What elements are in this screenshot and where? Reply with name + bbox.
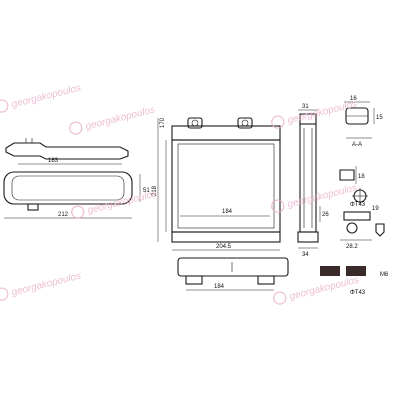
- swatch-block: [346, 266, 366, 276]
- front-pipe-inlet: [187, 117, 203, 129]
- side-core: [299, 123, 317, 233]
- watermark-logo-icon: [273, 291, 287, 305]
- left-bracket: [27, 203, 39, 211]
- watermark: georgakopoulos: [271, 183, 358, 213]
- front-dim-height: 218: [152, 185, 158, 196]
- watermark: georgakopoulos: [69, 105, 156, 135]
- side-dim-bottom: 34: [302, 252, 309, 258]
- watermark-layer: georgakopoulos georgakopoulos georgakopo…: [0, 83, 360, 305]
- bottom-view: [177, 257, 289, 291]
- bottom-clip-right: [257, 275, 275, 285]
- swatch-block: [320, 266, 340, 276]
- side-view: [297, 109, 321, 249]
- side-bottom-cap: [297, 231, 319, 243]
- bottom-tank-outline: [177, 257, 289, 277]
- watermark: georgakopoulos: [0, 271, 82, 301]
- fitting-key-icon: [375, 223, 385, 237]
- left-dim-length: 212: [58, 212, 69, 218]
- pipe-detail-diam: 16: [350, 96, 357, 102]
- front-pipe-outlet: [237, 117, 253, 129]
- watermark-logo-icon: [271, 115, 285, 129]
- front-dim-width: 204.5: [216, 244, 232, 250]
- pipe-detail: [344, 101, 375, 139]
- watermark-logo-icon: [71, 205, 85, 219]
- watermark: georgakopoulos: [0, 83, 82, 113]
- left-top-tank: [5, 142, 129, 160]
- front-bottom-tank: [171, 231, 281, 243]
- fitting-dim-a: 18: [358, 174, 365, 180]
- note-b: ΦT43: [350, 290, 366, 296]
- fitting-ring: [346, 222, 358, 234]
- watermark-logo-icon: [69, 121, 83, 135]
- watermark-logo-icon: [0, 99, 9, 113]
- front-core: [171, 139, 281, 233]
- section-label: A-A: [352, 142, 362, 148]
- fitting-bolt: [343, 211, 371, 221]
- side-dim-depth: 26: [322, 212, 329, 218]
- front-dim-core: 184: [222, 209, 233, 215]
- watermark-text: georgakopoulos: [10, 271, 82, 299]
- fitting-dim-c: 28.2: [346, 244, 358, 250]
- side-top-cap: [299, 113, 317, 124]
- front-top-tank: [171, 125, 281, 141]
- fitting-profile: [339, 169, 355, 181]
- bottom-dim-width: 184: [214, 284, 225, 290]
- watermark: georgakopoulos: [273, 275, 360, 305]
- note-c: M6: [380, 272, 389, 278]
- left-dim-height: 51: [143, 188, 150, 194]
- note-a: ΦT43: [350, 202, 366, 208]
- material-swatches: [320, 266, 366, 276]
- fitting-detail: [339, 166, 385, 241]
- watermark-text: georgakopoulos: [288, 275, 360, 303]
- watermark-text: georgakopoulos: [86, 189, 158, 217]
- front-pipe-outlet-hole: [241, 119, 249, 127]
- watermark-logo-icon: [271, 199, 285, 213]
- watermark-text: georgakopoulos: [10, 83, 82, 111]
- watermark-logo-icon: [0, 287, 9, 301]
- watermark-text: georgakopoulos: [84, 105, 156, 133]
- front-view: [157, 117, 281, 251]
- left-core-outer: [3, 171, 133, 205]
- left-core-inner: [11, 175, 125, 201]
- watermark-text: georgakopoulos: [286, 183, 358, 211]
- fitting-dim-b: 19: [372, 206, 379, 212]
- side-dim-top: 31: [302, 104, 309, 110]
- front-core-fins: [177, 143, 275, 229]
- front-pipe-inlet-hole: [191, 119, 199, 127]
- watermark-text: georgakopoulos: [286, 99, 358, 127]
- left-view: [3, 138, 141, 219]
- watermark: georgakopoulos: [271, 99, 358, 129]
- left-dim-inner: 183: [48, 158, 59, 164]
- bottom-clip-left: [185, 275, 203, 285]
- front-dim-inner-height: 170: [160, 117, 166, 128]
- pipe-detail-offset: 15: [376, 115, 383, 121]
